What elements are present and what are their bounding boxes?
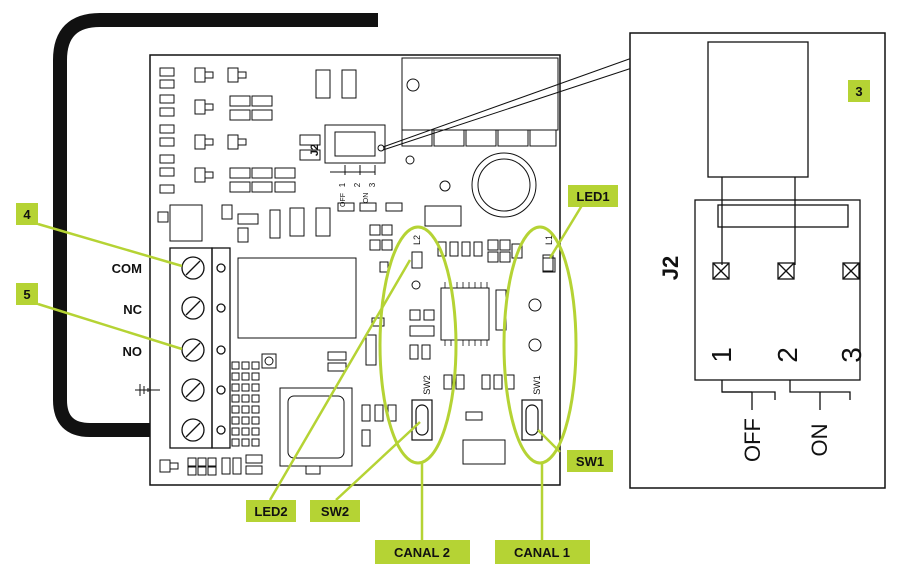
pcb-sw2-silk: SW2	[422, 375, 432, 395]
callout-led2: LED2	[246, 500, 296, 522]
pcb-top-module	[401, 57, 559, 218]
callout-canal1: CANAL 1	[495, 540, 590, 564]
pcb-j2-pin1: 1	[338, 182, 347, 187]
callout-leaders	[37, 90, 849, 540]
pcb-j2-label: J2	[309, 144, 321, 156]
pcb-sw1-silk: SW1	[532, 375, 542, 395]
terminal-no-label: NO	[123, 344, 143, 359]
pcb-j2-jumper	[324, 124, 386, 175]
detail-j2-label: J2	[658, 256, 683, 280]
svg-text:CANAL 2: CANAL 2	[394, 545, 450, 560]
terminal-block	[169, 247, 231, 449]
pcb-j2-off: OFF	[340, 193, 347, 207]
antenna-cable	[53, 13, 378, 437]
j2-detail-drawing	[694, 41, 861, 410]
terminal-screws	[181, 256, 226, 442]
pcb-sw2-switch	[411, 399, 433, 441]
pcb-l2-silk: L2	[412, 235, 422, 245]
detail-pin2: 2	[772, 347, 803, 363]
detail-pin1: 1	[706, 347, 737, 363]
magnifier-lines	[377, 57, 633, 152]
callout-sw2: SW2	[310, 500, 360, 522]
detail-on: ON	[807, 424, 832, 457]
svg-text:LED1: LED1	[576, 189, 609, 204]
terminal-com-label: COM	[112, 261, 142, 276]
canal1-highlight	[502, 225, 578, 465]
pcb-relay-area	[237, 257, 385, 475]
callout-canal2: CANAL 2	[375, 540, 470, 564]
detail-pin3: 3	[836, 347, 867, 363]
pcb-led2	[411, 251, 423, 269]
pcb-l1-silk: L1	[544, 235, 554, 245]
svg-text:LED2: LED2	[254, 504, 287, 519]
svg-text:4: 4	[23, 207, 31, 222]
pcb-board	[149, 54, 561, 486]
canal2-highlight	[378, 225, 458, 465]
callout-5: 5	[16, 283, 38, 305]
svg-text:3: 3	[855, 84, 862, 99]
svg-text:5: 5	[23, 287, 30, 302]
pcb-j2-pin2: 2	[353, 182, 362, 187]
pcb-smd-components	[157, 67, 462, 251]
terminal-nc-label: NC	[123, 302, 142, 317]
callout-sw1: SW1	[567, 450, 613, 472]
callout-4: 4	[16, 203, 38, 225]
svg-text:CANAL 1: CANAL 1	[514, 545, 570, 560]
pcb-led1	[542, 254, 554, 272]
j2-detail-panel	[629, 32, 886, 489]
callout-led1: LED1	[568, 185, 618, 207]
pcb-j2-on: ON	[363, 193, 370, 204]
pcb-sw1-switch	[521, 399, 543, 441]
svg-text:SW1: SW1	[576, 454, 604, 469]
pcb-smd-grid-bottom	[159, 361, 397, 476]
callout-3: 3	[848, 80, 870, 102]
ground-symbol-icon	[135, 384, 160, 396]
svg-text:SW2: SW2	[321, 504, 349, 519]
detail-off: OFF	[740, 418, 765, 462]
pcb-j2-pin3: 3	[368, 182, 377, 187]
